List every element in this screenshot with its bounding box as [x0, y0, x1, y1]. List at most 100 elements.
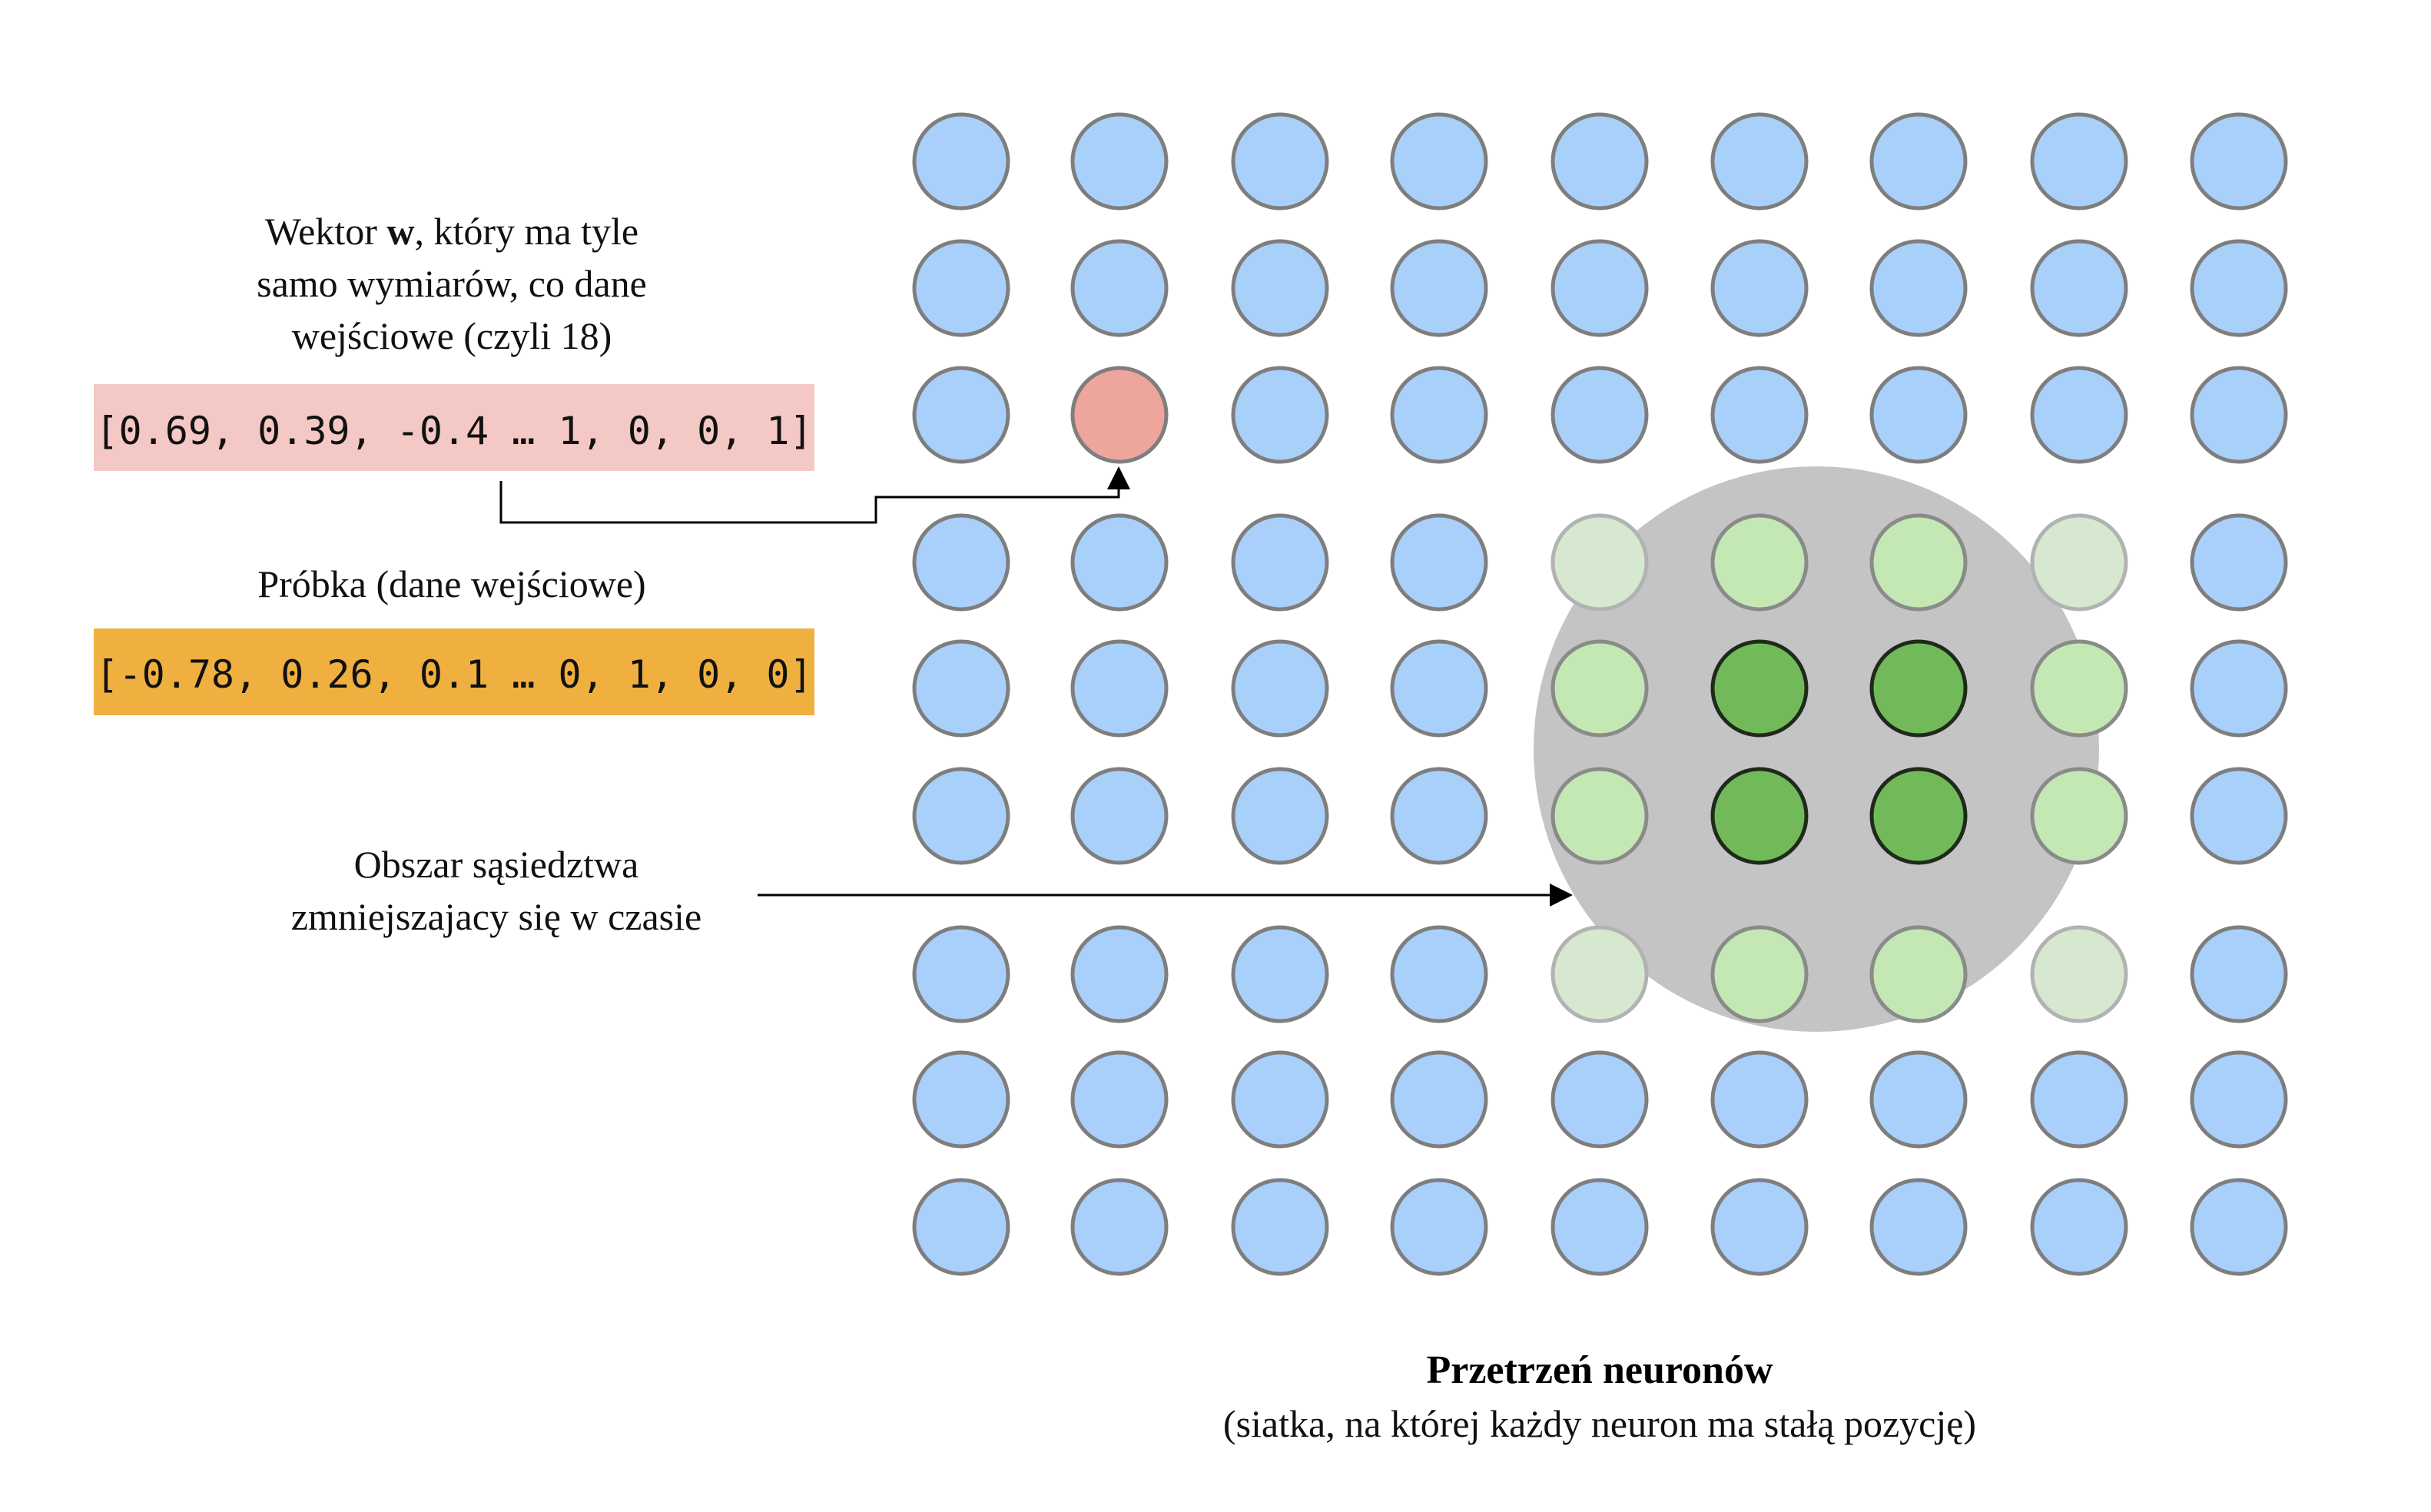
- neuron-r0-c5: [1710, 112, 1809, 211]
- neuron-r2-c6: [1869, 366, 1968, 464]
- neuron-r2-c4: [1550, 366, 1649, 464]
- sample-box: [94, 628, 814, 715]
- weight-caption-part2: , który ma tyle: [414, 210, 638, 253]
- neuron-r6-c8: [2190, 925, 2288, 1023]
- neuron-r8-c2: [1231, 1178, 1329, 1276]
- neuron-r7-c8: [2190, 1050, 2288, 1149]
- neighbor-neuron-medium-r4-c4: [1550, 639, 1649, 738]
- neuron-r4-c0: [912, 639, 1010, 738]
- neuron-r6-c3: [1390, 925, 1488, 1023]
- neuron-space-title: Przetrzeń neuronów: [1426, 1348, 1773, 1392]
- neighbor-neuron-strong-r5-c5: [1710, 767, 1809, 865]
- neighbor-neuron-faint-r6-c4: [1550, 925, 1649, 1023]
- neuron-r3-c0: [912, 513, 1010, 612]
- neuron-r4-c8: [2190, 639, 2288, 738]
- neuron-r1-c3: [1390, 239, 1488, 337]
- neighbor-neuron-medium-r3-c5: [1710, 513, 1809, 612]
- neighbor-neuron-medium-r3-c6: [1869, 513, 1968, 612]
- neuron-r5-c0: [912, 767, 1010, 865]
- neuron-r8-c1: [1070, 1178, 1169, 1276]
- neuron-r2-c7: [2030, 366, 2128, 464]
- weight-caption-line2: samo wymiarów, co dane: [257, 262, 647, 305]
- neuron-r2-c0: [912, 366, 1010, 464]
- neuron-r0-c0: [912, 112, 1010, 211]
- winner-connector-arrow: [499, 466, 1130, 524]
- neuron-r7-c4: [1550, 1050, 1649, 1149]
- neighbor-neuron-medium-r5-c4: [1550, 767, 1649, 865]
- neuron-r7-c1: [1070, 1050, 1169, 1149]
- neuron-space-subtitle: (siatka, na której każdy neuron ma stałą…: [1223, 1402, 1976, 1445]
- neuron-r2-c3: [1390, 366, 1488, 464]
- neuron-r7-c5: [1710, 1050, 1809, 1149]
- neuron-r1-c5: [1710, 239, 1809, 337]
- neuron-r1-c1: [1070, 239, 1169, 337]
- neighbor-neuron-strong-r5-c6: [1869, 767, 1968, 865]
- neighbor-neuron-medium-r6-c6: [1869, 925, 1968, 1023]
- neuron-r0-c6: [1869, 112, 1968, 211]
- weight-vector-caption: Wektor w, który ma tyle: [265, 210, 638, 253]
- neuron-r1-c7: [2030, 239, 2128, 337]
- neuron-r6-c1: [1070, 925, 1169, 1023]
- neuron-r0-c3: [1390, 112, 1488, 211]
- neuron-r8-c8: [2190, 1178, 2288, 1276]
- neighbor-neuron-strong-r4-c6: [1869, 639, 1968, 738]
- neuron-r3-c3: [1390, 513, 1488, 612]
- neuron-r7-c0: [912, 1050, 1010, 1149]
- neuron-r8-c0: [912, 1178, 1010, 1276]
- winner-neuron-r2-c1: [1070, 366, 1169, 464]
- neuron-r7-c2: [1231, 1050, 1329, 1149]
- neighbor-neuron-faint-r3-c4: [1550, 513, 1649, 612]
- neighbor-neuron-medium-r5-c7: [2030, 767, 2128, 865]
- neighbor-neuron-medium-r6-c5: [1710, 925, 1809, 1023]
- neuron-r3-c2: [1231, 513, 1329, 612]
- neighbor-neuron-faint-r6-c7: [2030, 925, 2128, 1023]
- neuron-r8-c4: [1550, 1178, 1649, 1276]
- neuron-r0-c1: [1070, 112, 1169, 211]
- neuron-r1-c0: [912, 239, 1010, 337]
- neuron-r5-c8: [2190, 767, 2288, 865]
- neuron-r4-c1: [1070, 639, 1169, 738]
- neuron-r0-c2: [1231, 112, 1329, 211]
- weight-caption-line3: wejściowe (czyli 18): [292, 314, 612, 357]
- neuron-r2-c8: [2190, 366, 2288, 464]
- neuron-r6-c2: [1231, 925, 1329, 1023]
- neighborhood-label-line2: zmniejszajacy się w czasie: [291, 895, 701, 938]
- neighbor-neuron-faint-r3-c7: [2030, 513, 2128, 612]
- neuron-r1-c2: [1231, 239, 1329, 337]
- neighborhood-area: [1534, 466, 2099, 1032]
- neuron-r1-c8: [2190, 239, 2288, 337]
- neuron-r0-c7: [2030, 112, 2128, 211]
- neuron-r1-c4: [1550, 239, 1649, 337]
- neuron-r7-c3: [1390, 1050, 1488, 1149]
- neighborhood-label-line1: Obszar sąsiedztwa: [354, 843, 639, 886]
- neuron-r8-c5: [1710, 1178, 1809, 1276]
- neuron-r4-c3: [1390, 639, 1488, 738]
- neuron-r7-c6: [1869, 1050, 1968, 1149]
- neuron-r8-c6: [1869, 1178, 1968, 1276]
- neuron-r8-c7: [2030, 1178, 2128, 1276]
- weight-vector-box: [94, 384, 814, 471]
- neuron-r5-c3: [1390, 767, 1488, 865]
- neuron-grid: [912, 112, 2288, 1276]
- neighbor-neuron-medium-r4-c7: [2030, 639, 2128, 738]
- neuron-r0-c4: [1550, 112, 1649, 211]
- neuron-r5-c2: [1231, 767, 1329, 865]
- neuron-r2-c2: [1231, 366, 1329, 464]
- neighbor-neuron-strong-r4-c5: [1710, 639, 1809, 738]
- weight-vector-values: [0.69, 0.39, -0.4 … 1, 0, 0, 1]: [95, 409, 812, 453]
- neuron-r8-c3: [1390, 1178, 1488, 1276]
- neuron-r0-c8: [2190, 112, 2288, 211]
- neuron-r4-c2: [1231, 639, 1329, 738]
- neuron-r3-c8: [2190, 513, 2288, 612]
- neuron-r7-c7: [2030, 1050, 2128, 1149]
- neuron-r1-c6: [1869, 239, 1968, 337]
- sample-caption: Próbka (dane wejściowe): [257, 562, 645, 605]
- neuron-r5-c1: [1070, 767, 1169, 865]
- neuron-r3-c1: [1070, 513, 1169, 612]
- sample-values: [-0.78, 0.26, 0.1 … 0, 1, 0, 0]: [95, 652, 812, 697]
- weight-caption-part1: Wektor: [265, 210, 386, 253]
- neuron-r2-c5: [1710, 366, 1809, 464]
- neuron-r6-c0: [912, 925, 1010, 1023]
- weight-caption-bold: w: [386, 210, 414, 253]
